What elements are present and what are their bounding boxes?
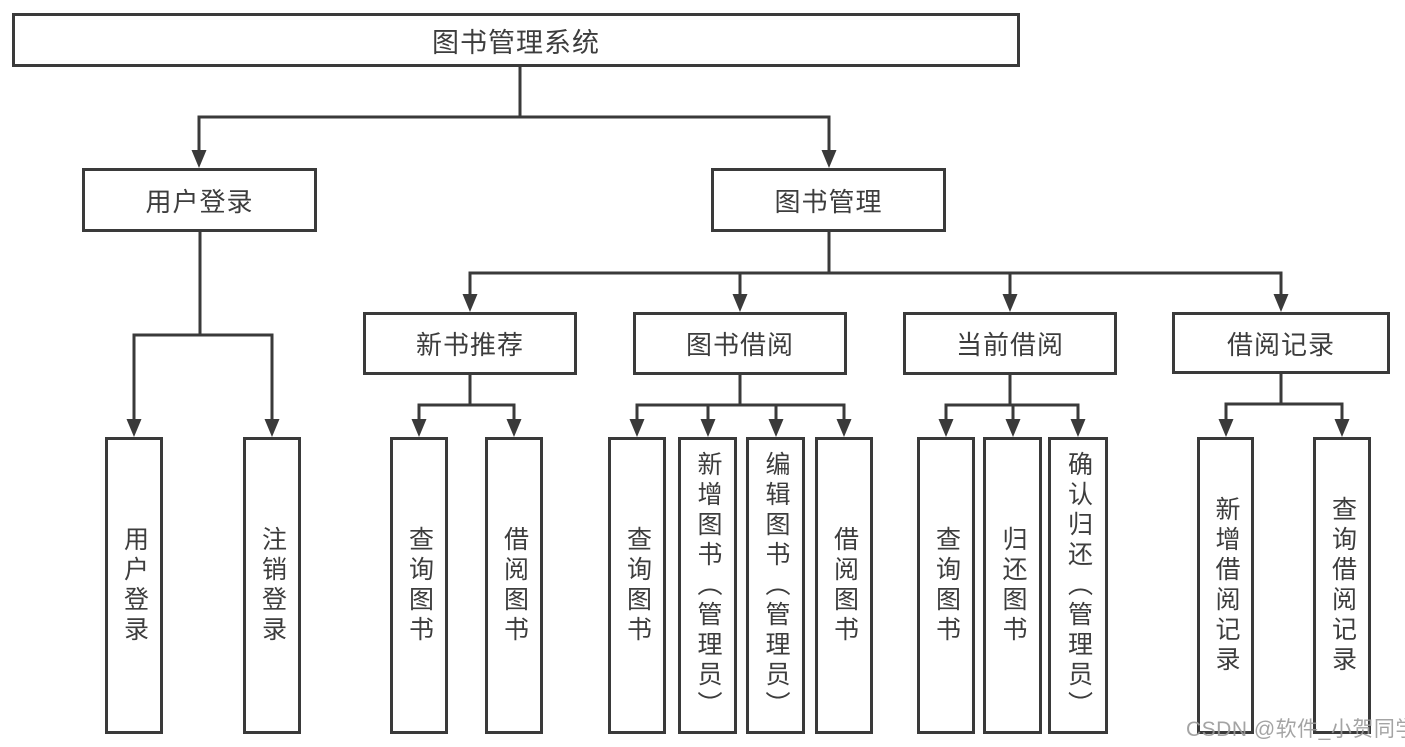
leaf-newrec-borrow-books-label: 借阅图书 — [500, 525, 529, 646]
leaf-borrow-edit-books-admin-label: 编辑图书（管理员） — [762, 450, 790, 721]
leaf-logout-login-label: 注销登录 — [258, 525, 287, 646]
leaf-current-query-books: 查询图书 — [917, 437, 975, 734]
node-book-borrow-label: 图书借阅 — [685, 330, 794, 360]
leaf-borrow-query-books-label: 查询图书 — [623, 525, 652, 646]
leaf-current-confirm-return-admin-label: 确认归还（管理员） — [1064, 450, 1093, 721]
node-borrow-records: 借阅记录 — [1172, 312, 1390, 374]
leaf-newrec-borrow-books: 借阅图书 — [485, 437, 543, 734]
leaf-records-add-record-label: 新增借阅记录 — [1212, 495, 1240, 676]
csdn-watermark: CSDN @软件_小贺同学 — [1186, 718, 1405, 741]
leaf-records-query-record-label: 查询借阅记录 — [1328, 495, 1357, 676]
leaf-current-return-books-label: 归还图书 — [999, 525, 1027, 646]
node-borrow-records-label: 借阅记录 — [1226, 329, 1335, 360]
node-book-management-branch-label: 图书管理 — [774, 186, 883, 217]
leaf-user-login-label: 用户登录 — [120, 525, 149, 646]
leaf-borrow-add-books-admin: 新增图书（管理员） — [678, 437, 737, 734]
leaf-user-login: 用户登录 — [105, 437, 163, 734]
node-user-login-branch-label: 用户登录 — [145, 186, 254, 217]
leaf-current-query-books-label: 查询图书 — [932, 525, 961, 646]
leaf-records-add-record: 新增借阅记录 — [1197, 437, 1254, 734]
leaf-borrow-borrow-books: 借阅图书 — [815, 437, 873, 734]
node-root-label: 图书管理系统 — [432, 27, 600, 58]
leaf-newrec-query-books: 查询图书 — [390, 437, 448, 734]
leaf-current-return-books: 归还图书 — [983, 437, 1042, 734]
node-root: 图书管理系统 — [12, 13, 1020, 67]
node-new-book-recommend-label: 新书推荐 — [415, 330, 524, 360]
leaf-newrec-query-books-label: 查询图书 — [405, 525, 434, 646]
node-current-borrow: 当前借阅 — [903, 312, 1117, 375]
leaf-borrow-edit-books-admin: 编辑图书（管理员） — [746, 437, 805, 734]
leaf-borrow-add-books-admin-label: 新增图书（管理员） — [694, 450, 722, 721]
leaf-records-query-record: 查询借阅记录 — [1313, 437, 1371, 734]
node-book-borrow: 图书借阅 — [633, 312, 847, 375]
leaf-logout-login: 注销登录 — [243, 437, 301, 734]
node-book-management-branch: 图书管理 — [711, 168, 946, 232]
node-current-borrow-label: 当前借阅 — [955, 330, 1064, 360]
node-user-login-branch: 用户登录 — [82, 168, 317, 232]
leaf-borrow-query-books: 查询图书 — [608, 437, 666, 734]
leaf-current-confirm-return-admin: 确认归还（管理员） — [1048, 437, 1108, 734]
leaf-borrow-borrow-books-label: 借阅图书 — [830, 525, 859, 646]
node-new-book-recommend: 新书推荐 — [363, 312, 577, 375]
